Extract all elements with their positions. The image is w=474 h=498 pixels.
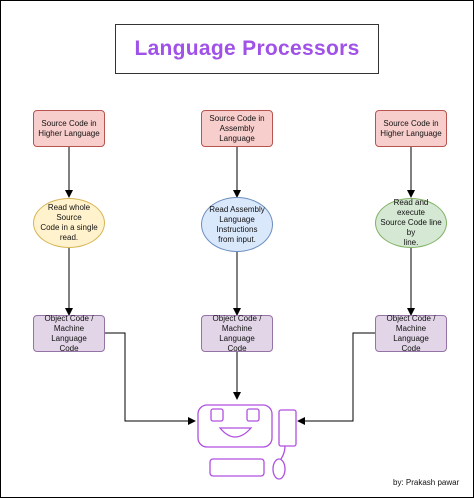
process-node-3: Read and execute Source Code line by lin… — [375, 198, 447, 248]
diagram-title: Language Processors — [134, 37, 360, 60]
process-node-1: Read whole Source Code in a single read. — [33, 198, 105, 248]
right-eye-icon — [246, 408, 260, 422]
mouse-cable-icon — [280, 445, 286, 460]
computer-icon — [197, 404, 297, 480]
title-box: Language Processors — [115, 24, 379, 74]
monitor-icon — [197, 404, 273, 448]
left-eye-icon — [210, 408, 224, 422]
source-node-3: Source Code in Higher Language — [375, 110, 447, 147]
output-node-3: Object Code / Machine Language Code — [375, 314, 447, 353]
edge-output-3-to-computer — [297, 332, 375, 425]
output-node-2: Object Code / Machine Language Code — [201, 314, 273, 353]
cpu-tower-icon — [278, 409, 297, 447]
smile-icon — [218, 427, 253, 438]
author-credit: by: Prakash pawar — [393, 478, 460, 487]
source-node-2: Source Code in Assembly Language — [201, 110, 273, 147]
edge-output-1-to-computer — [105, 332, 196, 425]
output-node-1: Object Code / Machine Language Code — [33, 314, 105, 353]
mouse-icon — [272, 458, 286, 480]
process-node-2: Read Assembly Language Instructions from… — [201, 197, 273, 252]
keyboard-icon — [209, 458, 265, 477]
source-node-1: Source Code in Higher Language — [33, 110, 105, 147]
